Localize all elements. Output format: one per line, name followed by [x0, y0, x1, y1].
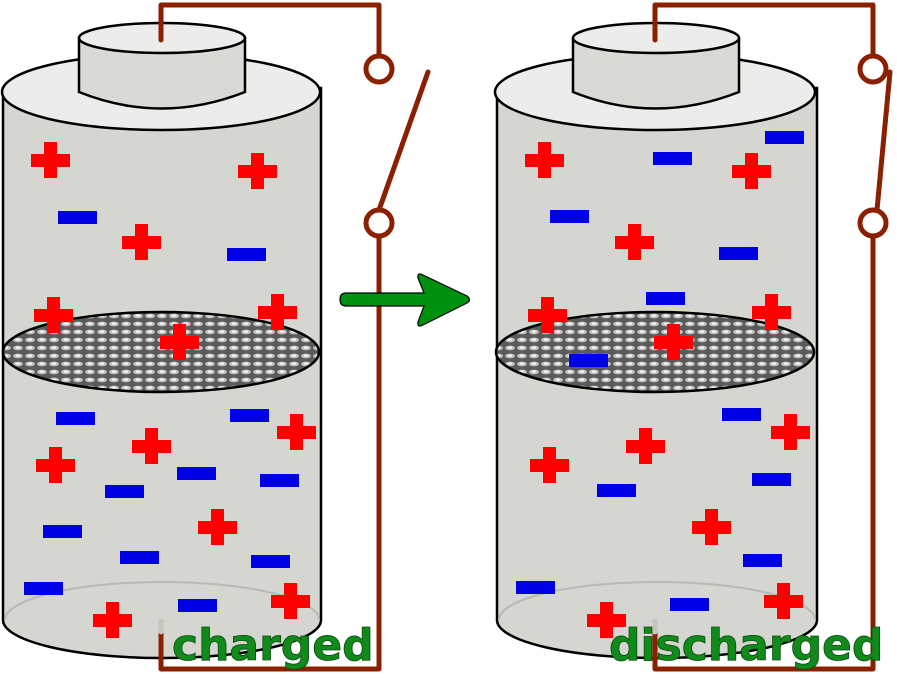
anion-minus-icon	[230, 409, 269, 422]
cation-plus-icon	[93, 602, 132, 638]
cation-plus-icon	[277, 414, 316, 450]
cation-plus-icon	[160, 324, 199, 360]
anion-minus-icon	[56, 412, 95, 425]
wire-top	[652, 2, 876, 59]
cation-plus-icon	[34, 297, 73, 333]
anion-minus-icon	[120, 551, 159, 564]
cation-plus-icon	[36, 447, 75, 483]
wire-bottom	[158, 233, 382, 672]
anion-minus-icon	[765, 131, 804, 144]
anion-minus-icon	[58, 211, 97, 224]
anion-minus-icon	[24, 582, 63, 595]
separator-membrane	[1, 310, 321, 394]
battery-discharged	[493, 2, 893, 672]
anion-minus-icon	[722, 408, 761, 421]
cation-plus-icon	[525, 142, 564, 178]
anion-minus-icon	[260, 474, 299, 487]
cation-plus-icon	[771, 414, 810, 450]
cation-plus-icon	[530, 447, 569, 483]
cation-plus-icon	[528, 297, 567, 333]
anion-minus-icon	[251, 555, 290, 568]
cation-plus-icon	[122, 224, 161, 260]
anion-minus-icon	[670, 598, 709, 611]
switch-contact-bottom	[857, 207, 889, 239]
charged-label: charged	[172, 620, 374, 671]
anion-minus-icon	[43, 525, 82, 538]
wire-top	[158, 2, 382, 59]
cation-plus-icon	[654, 324, 693, 360]
anion-minus-icon	[569, 354, 608, 367]
anion-minus-icon	[227, 248, 266, 261]
anion-minus-icon	[743, 554, 782, 567]
switch-contact-bottom	[363, 207, 395, 239]
arrow-right-icon	[339, 273, 471, 327]
cation-plus-icon	[587, 602, 626, 638]
cation-plus-icon	[752, 294, 791, 330]
battery-terminal	[77, 36, 247, 110]
battery-terminal	[571, 36, 741, 110]
cation-plus-icon	[271, 583, 310, 619]
discharged-label: discharged	[609, 620, 883, 671]
cation-plus-icon	[692, 509, 731, 545]
anion-minus-icon	[178, 599, 217, 612]
cation-plus-icon	[132, 428, 171, 464]
anion-minus-icon	[752, 473, 791, 486]
anion-minus-icon	[516, 581, 555, 594]
battery-charged	[0, 2, 431, 672]
switch-lever-closed	[874, 69, 893, 213]
switch-contact-top	[857, 53, 889, 85]
anion-minus-icon	[105, 485, 144, 498]
separator-membrane	[494, 310, 816, 394]
switch-lever-open	[376, 69, 431, 213]
wire-bottom	[652, 233, 876, 672]
switch-contact-top	[363, 53, 395, 85]
anion-minus-icon	[177, 467, 216, 480]
anion-minus-icon	[646, 292, 685, 305]
cation-plus-icon	[238, 153, 277, 189]
cation-plus-icon	[764, 583, 803, 619]
anion-minus-icon	[653, 152, 692, 165]
cation-plus-icon	[732, 153, 771, 189]
cation-plus-icon	[31, 142, 70, 178]
cation-plus-icon	[258, 294, 297, 330]
anion-minus-icon	[719, 247, 758, 260]
cation-plus-icon	[615, 224, 654, 260]
cation-plus-icon	[626, 428, 665, 464]
anion-minus-icon	[597, 484, 636, 497]
anion-minus-icon	[550, 210, 589, 223]
cation-plus-icon	[198, 509, 237, 545]
